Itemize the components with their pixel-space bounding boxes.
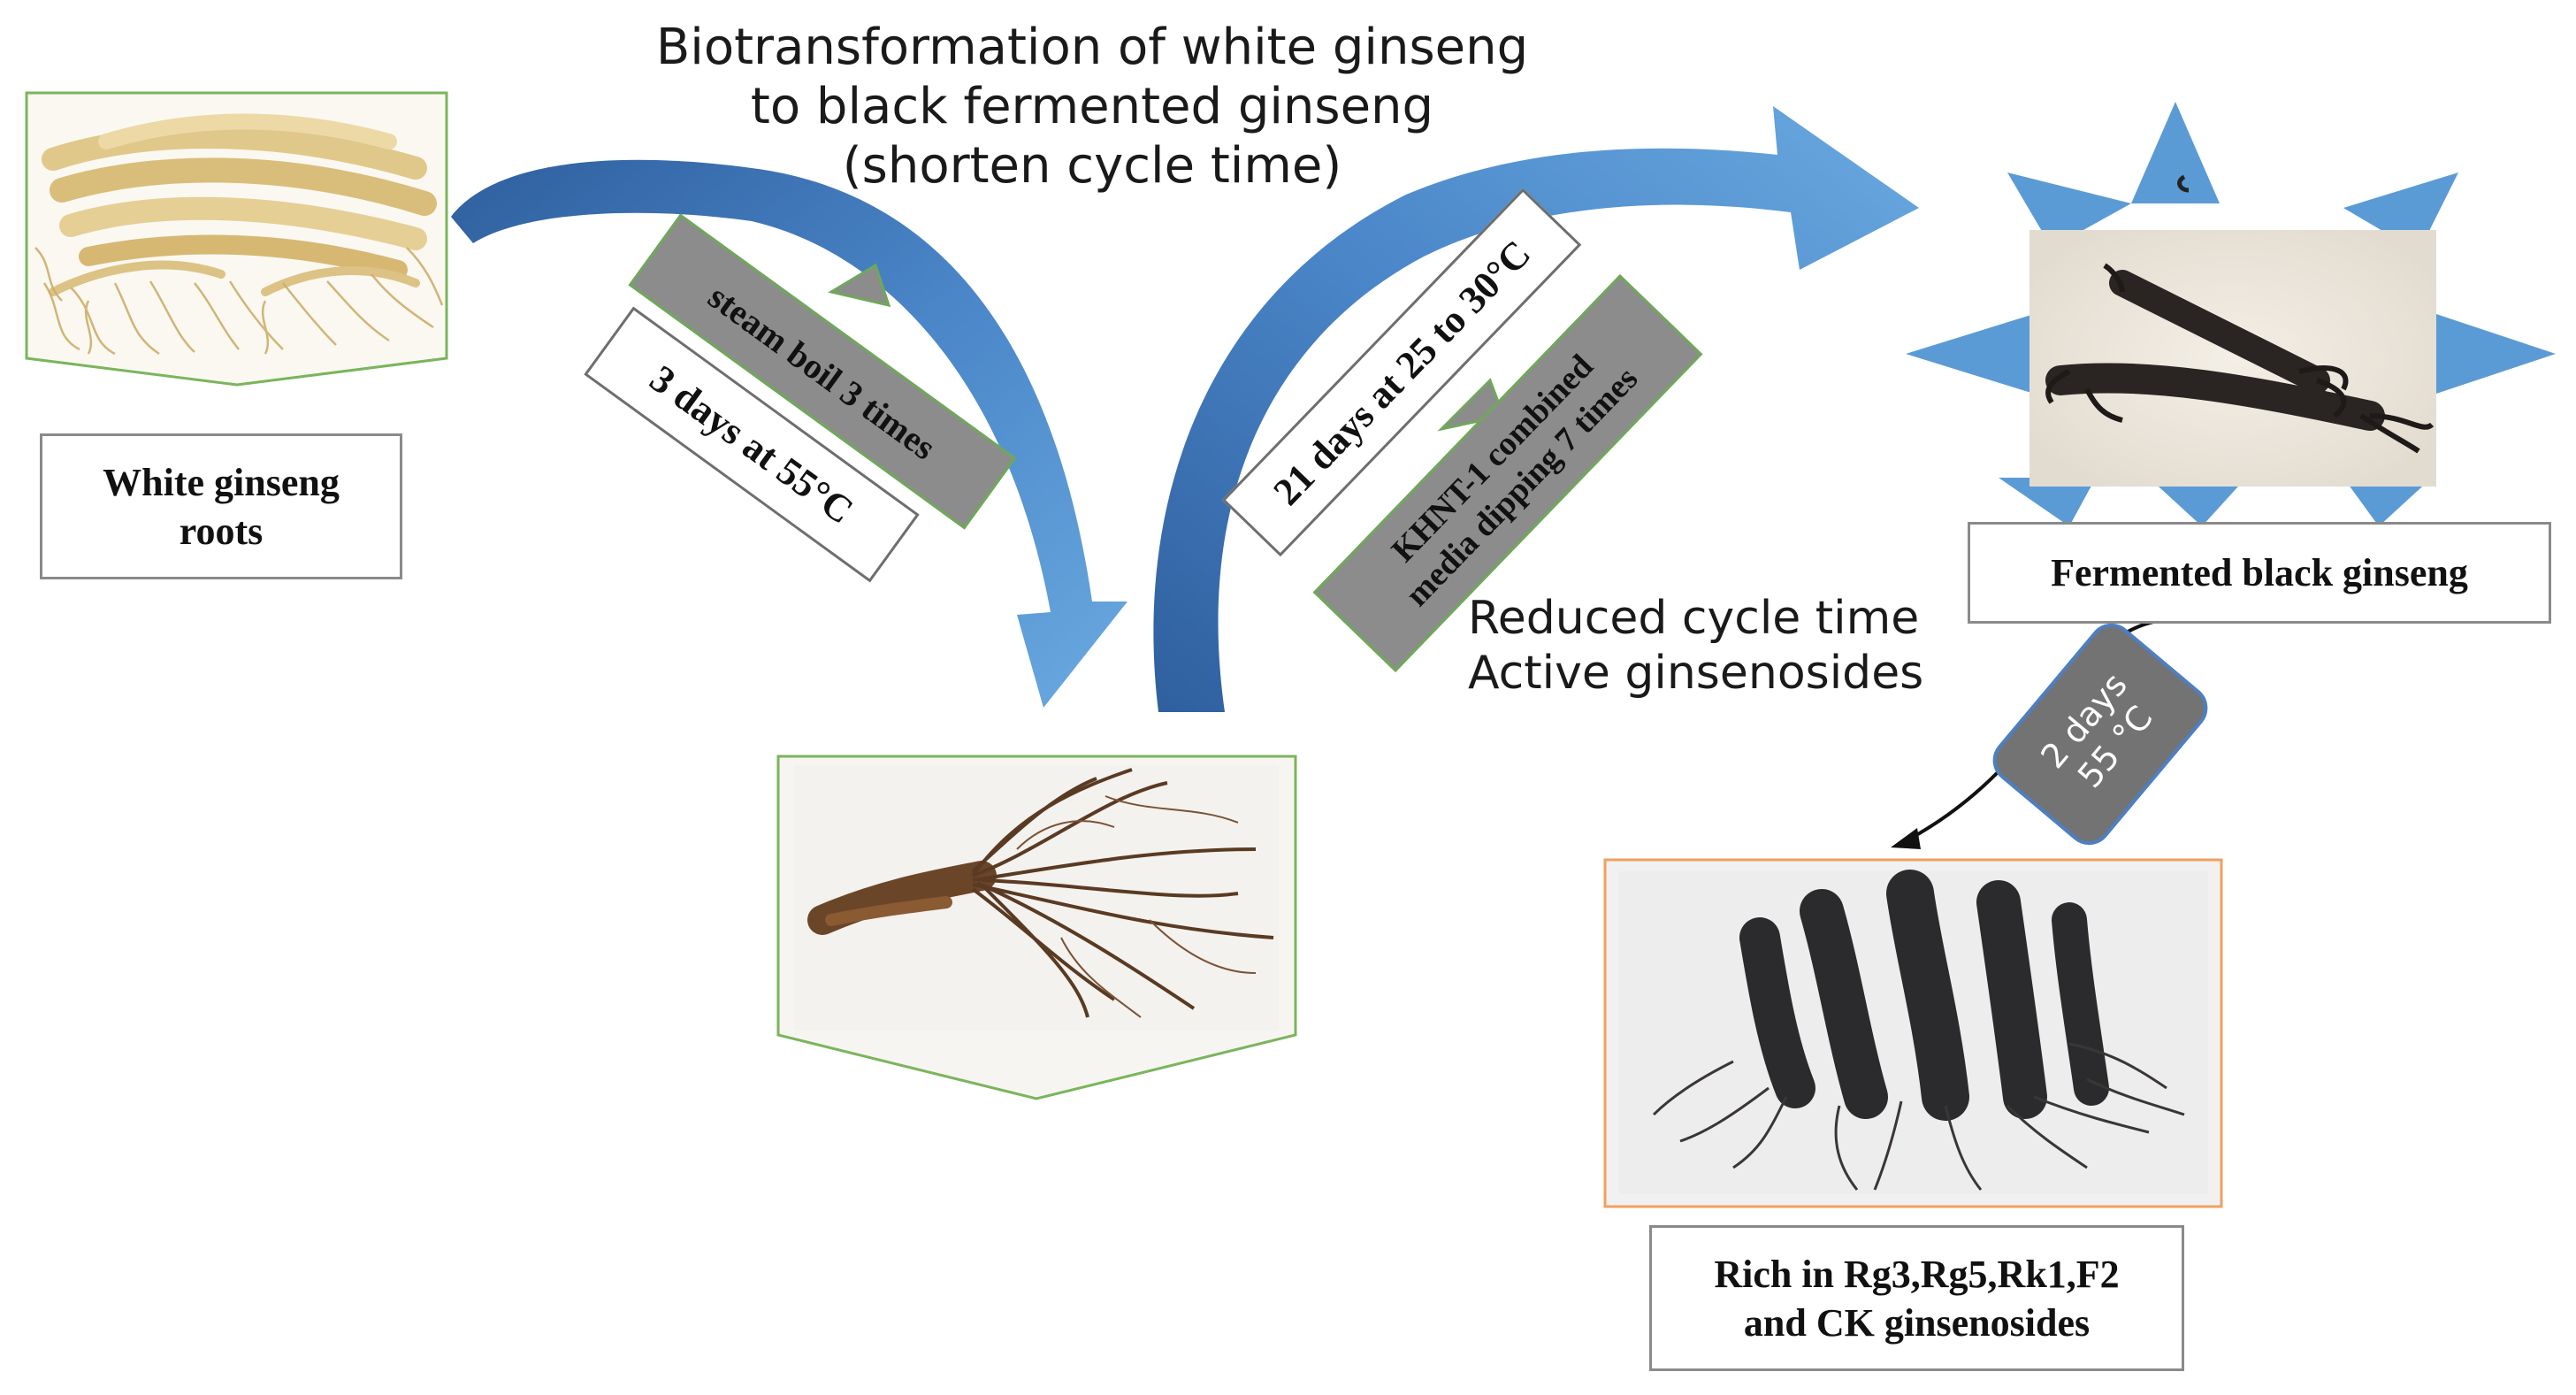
- title-line-1: Biotransformation of white ginseng: [655, 19, 1529, 76]
- title-line-2: to black fermented ginseng: [750, 78, 1434, 136]
- note-reduced-cycle: Reduced cycle time: [1468, 592, 1920, 645]
- step-up-arrow-1: [828, 263, 891, 308]
- fermented-black-label: Fermented black ginseng: [1968, 522, 2551, 624]
- title-line-3: (shorten cycle time): [842, 137, 1342, 195]
- arrow-middle-to-fermented: [1153, 106, 1919, 712]
- final-product-photo: [1603, 858, 2223, 1208]
- white-ginseng-line-1: White ginseng: [103, 460, 340, 504]
- fermented-black-photo: [1906, 102, 2556, 526]
- rich-in-line-1: Rich in Rg3,Rg5,Rk1,F2: [1714, 1252, 2120, 1296]
- rich-in-line-2: and CK ginsenosides: [1743, 1300, 2091, 1345]
- white-ginseng-photo: [25, 91, 448, 387]
- note-active-ginsenosides: Active ginsenosides: [1468, 647, 1924, 701]
- notes-text: Reduced cycle time Active ginsenosides: [1468, 591, 1963, 701]
- white-ginseng-label: White ginseng roots: [40, 433, 402, 579]
- red-ginseng-photo: [776, 755, 1297, 1100]
- diagram-title: Biotransformation of white ginseng to bl…: [619, 18, 1565, 196]
- white-ginseng-line-2: roots: [179, 509, 264, 553]
- rich-in-label: Rich in Rg3,Rg5,Rk1,F2 and CK ginsenosid…: [1649, 1225, 2184, 1371]
- fermented-black-text: Fermented black ginseng: [2051, 551, 2468, 594]
- arrow-white-to-middle: [451, 159, 1127, 708]
